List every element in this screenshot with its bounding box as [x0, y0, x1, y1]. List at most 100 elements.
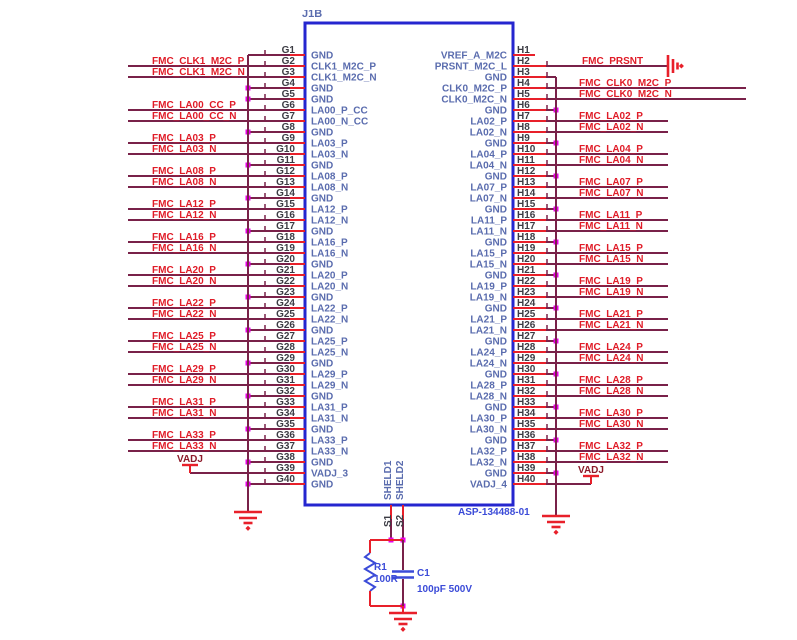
resistor-R1[interactable]: [363, 552, 377, 592]
pin-H2-name: PRSNT_M2C_L: [435, 62, 507, 73]
net-label-FMC_LA24_N[interactable]: FMC_LA24_N: [579, 353, 643, 364]
pin-G27-number: G27: [276, 331, 295, 342]
pin-G27-name: LA25_P: [311, 337, 348, 348]
pin-G36-name: LA33_P: [311, 436, 348, 447]
pin-G15-name: LA12_P: [311, 205, 348, 216]
pin-H28-name: LA24_P: [470, 348, 507, 359]
vadj-net-label-left[interactable]: VADJ: [177, 454, 203, 465]
net-label-FMC_LA15_N[interactable]: FMC_LA15_N: [579, 254, 643, 265]
pin-G38-number: G38: [276, 452, 295, 463]
pin-G18-name: LA16_P: [311, 238, 348, 249]
net-label-FMC_LA25_N[interactable]: FMC_LA25_N: [152, 342, 216, 353]
net-label-FMC_LA21_P[interactable]: FMC_LA21_P: [579, 309, 643, 320]
pin-S2-name: SHELD2: [395, 460, 406, 500]
net-label-FMC_LA12_P[interactable]: FMC_LA12_P: [152, 199, 216, 210]
net-label-FMC_LA31_N[interactable]: FMC_LA31_N: [152, 408, 216, 419]
pin-H4-number: H4: [517, 78, 530, 89]
net-label-FMC_LA07_P[interactable]: FMC_LA07_P: [579, 177, 643, 188]
net-label-FMC_LA30_P[interactable]: FMC_LA30_P: [579, 408, 643, 419]
net-label-FMC_CLK0_M2C_P[interactable]: FMC_CLK0_M2C_P: [579, 78, 672, 89]
pin-H7-number: H7: [517, 111, 530, 122]
pin-H28-number: H28: [517, 342, 536, 353]
pin-H35-name: LA30_N: [470, 425, 507, 436]
net-label-FMC_LA30_N[interactable]: FMC_LA30_N: [579, 419, 643, 430]
net-label-FMC_LA08_P[interactable]: FMC_LA08_P: [152, 166, 216, 177]
pin-H2-number: H2: [517, 56, 530, 67]
pin-G23-number: G23: [276, 287, 295, 298]
net-label-FMC_CLK0_M2C_N[interactable]: FMC_CLK0_M2C_N: [579, 89, 672, 100]
pin-H10-number: H10: [517, 144, 536, 155]
pin-H6-number: H6: [517, 100, 530, 111]
net-label-FMC_LA11_P[interactable]: FMC_LA11_P: [579, 210, 643, 221]
net-label-FMC_LA33_N[interactable]: FMC_LA33_N: [152, 441, 216, 452]
pin-H21-number: H21: [517, 265, 536, 276]
net-label-FMC_LA24_P[interactable]: FMC_LA24_P: [579, 342, 643, 353]
net-label-FMC_LA04_P[interactable]: FMC_LA04_P: [579, 144, 643, 155]
pin-H22-number: H22: [517, 276, 536, 287]
net-label-FMC_LA00_CC_P[interactable]: FMC_LA00_CC_P: [152, 100, 236, 111]
pin-H14-number: H14: [517, 188, 536, 199]
ground-symbol-left[interactable]: [245, 525, 251, 531]
net-label-FMC_LA19_P[interactable]: FMC_LA19_P: [579, 276, 643, 287]
pin-G30-number: G30: [276, 364, 295, 375]
vadj-net-label-right[interactable]: VADJ: [578, 465, 604, 476]
net-label-FMC_LA19_N[interactable]: FMC_LA19_N: [579, 287, 643, 298]
net-label-FMC_LA32_N[interactable]: FMC_LA32_N: [579, 452, 643, 463]
net-label-FMC_LA20_P[interactable]: FMC_LA20_P: [152, 265, 216, 276]
ground-symbol-right[interactable]: [553, 529, 559, 535]
prsnt-ground-symbol[interactable]: [678, 63, 684, 69]
ground-symbol-shield[interactable]: [400, 626, 406, 632]
net-label-FMC_PRSNT[interactable]: FMC_PRSNT: [582, 56, 643, 67]
pin-H32-number: H32: [517, 386, 536, 397]
refdes-clip: [295, 0, 345, 10]
net-label-FMC_LA32_P[interactable]: FMC_LA32_P: [579, 441, 643, 452]
pin-H31-name: LA28_P: [470, 381, 507, 392]
net-label-FMC_LA33_P[interactable]: FMC_LA33_P: [152, 430, 216, 441]
net-label-FMC_LA02_P[interactable]: FMC_LA02_P: [579, 111, 643, 122]
net-label-FMC_LA15_P[interactable]: FMC_LA15_P: [579, 243, 643, 254]
pin-G20-number: G20: [276, 254, 295, 265]
pin-G40-number: G40: [276, 474, 295, 485]
net-label-FMC_LA02_N[interactable]: FMC_LA02_N: [579, 122, 643, 133]
net-label-FMC_LA21_N[interactable]: FMC_LA21_N: [579, 320, 643, 331]
net-label-FMC_LA00_CC_N[interactable]: FMC_LA00_CC_N: [152, 111, 236, 122]
net-label-FMC_LA22_P[interactable]: FMC_LA22_P: [152, 298, 216, 309]
net-label-FMC_LA29_P[interactable]: FMC_LA29_P: [152, 364, 216, 375]
pin-G31-number: G31: [276, 375, 295, 386]
net-label-FMC_LA25_P[interactable]: FMC_LA25_P: [152, 331, 216, 342]
net-label-FMC_CLK1_M2C_N[interactable]: FMC_CLK1_M2C_N: [152, 67, 245, 78]
net-label-FMC_LA03_N[interactable]: FMC_LA03_N: [152, 144, 216, 155]
net-label-FMC_LA28_P[interactable]: FMC_LA28_P: [579, 375, 643, 386]
pin-G32-name: GND: [311, 392, 333, 403]
net-label-FMC_LA16_N[interactable]: FMC_LA16_N: [152, 243, 216, 254]
net-label-FMC_LA04_N[interactable]: FMC_LA04_N: [579, 155, 643, 166]
net-label-FMC_LA31_P[interactable]: FMC_LA31_P: [152, 397, 216, 408]
pin-G37-name: LA33_N: [311, 447, 348, 458]
pin-H3-number: H3: [517, 67, 530, 78]
pin-H20-number: H20: [517, 254, 536, 265]
pin-G8-name: GND: [311, 128, 333, 139]
pin-H27-name: GND: [485, 337, 507, 348]
pin-H11-number: H11: [517, 155, 535, 166]
pin-H34-number: H34: [517, 408, 536, 419]
net-label-FMC_LA11_N[interactable]: FMC_LA11_N: [579, 221, 643, 232]
net-label-FMC_LA12_N[interactable]: FMC_LA12_N: [152, 210, 216, 221]
pin-H18-number: H18: [517, 232, 536, 243]
net-label-FMC_LA03_P[interactable]: FMC_LA03_P: [152, 133, 216, 144]
net-label-FMC_LA20_N[interactable]: FMC_LA20_N: [152, 276, 216, 287]
net-label-FMC_LA22_N[interactable]: FMC_LA22_N: [152, 309, 216, 320]
pin-G14-number: G14: [276, 188, 295, 199]
pin-H8-number: H8: [517, 122, 530, 133]
net-label-FMC_LA07_N[interactable]: FMC_LA07_N: [579, 188, 643, 199]
net-label-FMC_CLK1_M2C_P[interactable]: FMC_CLK1_M2C_P: [152, 56, 245, 67]
pin-G13-number: G13: [276, 177, 295, 188]
net-label-FMC_LA08_N[interactable]: FMC_LA08_N: [152, 177, 216, 188]
net-label-FMC_LA29_N[interactable]: FMC_LA29_N: [152, 375, 216, 386]
net-label-FMC_LA28_N[interactable]: FMC_LA28_N: [579, 386, 643, 397]
pin-H31-number: H31: [517, 375, 536, 386]
pin-G14-name: GND: [311, 194, 333, 205]
pin-H17-name: LA11_N: [470, 227, 507, 238]
net-label-FMC_LA16_P[interactable]: FMC_LA16_P: [152, 232, 216, 243]
pin-G20-name: GND: [311, 260, 333, 271]
